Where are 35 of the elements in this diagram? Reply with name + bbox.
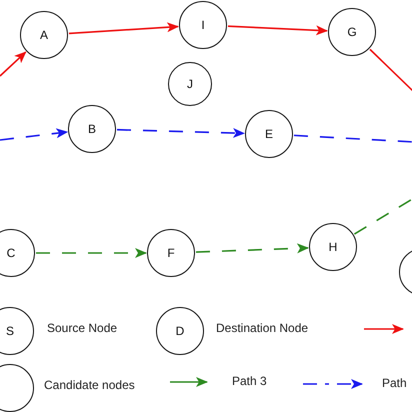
node-circle: [179, 1, 227, 49]
path-arrow: [196, 243, 310, 254]
path-arrow: [228, 25, 328, 36]
node-label: A: [40, 29, 48, 41]
node-caption: Candidate nodes: [44, 378, 135, 392]
node-circle: [0, 229, 35, 277]
node-circle: [309, 223, 357, 271]
node-label: E: [264, 128, 273, 140]
node-circle: [20, 11, 68, 59]
path-arrow: [116, 128, 245, 138]
node-label: C: [6, 247, 16, 259]
node-circle: [68, 105, 116, 153]
node-circle: [168, 62, 212, 106]
node-label: H: [328, 241, 338, 253]
node-caption: Destination Node: [216, 321, 308, 335]
node-circle: [147, 229, 195, 277]
legend-label: Path 3: [232, 374, 267, 388]
node-circle: [245, 110, 293, 158]
path-arrow: [68, 22, 180, 34]
node-label: B: [88, 123, 96, 135]
legend-label: Path: [382, 376, 407, 390]
node-label: D: [176, 325, 184, 337]
node-circle: [328, 8, 376, 56]
node-circle: [0, 364, 34, 412]
path-arrow: [36, 248, 147, 258]
node-label: F: [167, 247, 175, 259]
node-circle: [0, 307, 34, 355]
node-label: I: [201, 19, 205, 31]
path-arrow: [0, 51, 26, 77]
node-label: S: [6, 325, 14, 337]
path-arrow: [0, 128, 68, 141]
node-label: G: [347, 26, 357, 38]
node-circle: [156, 307, 204, 355]
node-label: J: [187, 78, 193, 90]
node-caption: Source Node: [47, 321, 118, 335]
